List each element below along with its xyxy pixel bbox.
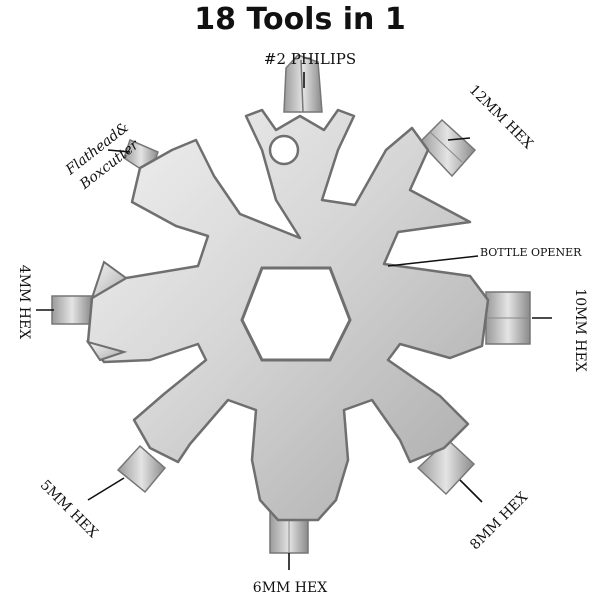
label-philips: #2 PHILIPS <box>264 50 356 68</box>
label-10mm-hex: 10MM HEX <box>572 288 588 371</box>
bit-5mm <box>116 444 167 494</box>
label-8mm-hex: 8MM HEX <box>467 489 531 553</box>
bit-philips <box>283 54 323 113</box>
bit-10mm <box>485 291 531 345</box>
label-bottle-opener: BOTTLE OPENER <box>480 246 582 259</box>
label-6mm-hex: 6MM HEX <box>253 580 327 596</box>
leader-lines <box>36 72 552 570</box>
center-hex-hole <box>240 266 352 362</box>
page-title: 18 Tools in 1 <box>194 2 406 37</box>
lanyard-hole <box>268 134 300 166</box>
bit-12mm <box>418 118 477 178</box>
label-12mm-hex: 12MM HEX <box>466 82 536 152</box>
label-4mm-hex: 4MM HEX <box>16 265 32 339</box>
label-5mm-hex: 5MM HEX <box>37 477 101 541</box>
bit-4mm <box>51 295 93 325</box>
